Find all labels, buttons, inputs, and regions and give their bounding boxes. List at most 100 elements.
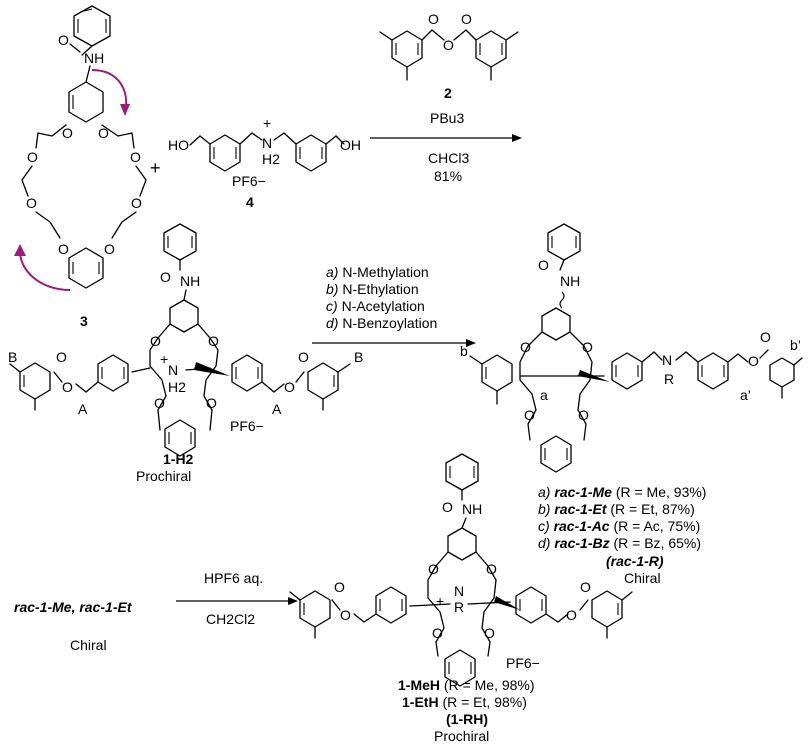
compound-rac-1-r-structure: O NH O O O O a N R O O [469, 223, 803, 473]
r-substituent-label: R [664, 371, 674, 387]
crown-oxygen-atom: O [131, 195, 142, 211]
ammonium-h2-label: H2 [168, 379, 186, 395]
label-a: a [540, 387, 548, 403]
condition-c: c) N-Acetylation [326, 298, 425, 314]
condition-pbu3: PBu3 [430, 110, 464, 126]
result-rac-1-ac: c) rac-1-Ac (R = Ac, 75%) [538, 518, 700, 534]
label-b-prime: b’ [790, 337, 801, 353]
condition-b: b) N-Ethylation [326, 281, 419, 297]
label-B-right: B [354, 349, 363, 365]
condition-a: a) N-Methylation [326, 264, 429, 280]
1-rh-group-label: (1-RH) [446, 711, 488, 727]
hydroxyl-atom: OH [340, 137, 361, 153]
ester-oxygen-atom: O [62, 379, 73, 395]
crown-oxygen-atom: O [484, 625, 495, 641]
anhydride-oxygen-atom: O [428, 11, 439, 27]
step-3-reactants-description: Chiral [70, 637, 107, 653]
1-rh-results: 1-MeH (R = Me, 98%) 1-EtH (R = Et, 98%) … [398, 677, 535, 744]
ammonium-charge: + [263, 115, 271, 131]
compound-1-rh-counterion: PF6− [506, 655, 540, 671]
crown-oxygen-atom: O [520, 339, 531, 355]
compound-1-h2-structure: O NH O O O O N + H2 O O [9, 223, 351, 457]
reagent-2-structure: O O O [379, 11, 519, 81]
ester-oxygen-atom: O [748, 353, 759, 369]
carbonyl-oxygen-atom: O [580, 579, 591, 595]
step-3-reagent: HPF6 aq. [204, 570, 263, 586]
compound-1-h2-counterion: PF6− [230, 418, 264, 434]
condition-chcl3: CHCl3 [428, 150, 469, 166]
carbonyl-oxygen-atom: O [538, 257, 549, 273]
compound-4-label: 4 [246, 194, 254, 210]
compound-3-structure: O NH O O O O O O O O [14, 5, 147, 291]
ammonium-h2-label: H2 [262, 151, 280, 167]
rac-1-r-group-label: (rac-1-R) [606, 553, 664, 569]
step-1-yield: 81% [434, 168, 462, 184]
ammonium-charge: + [436, 593, 444, 609]
ester-oxygen-atom: O [566, 607, 577, 623]
rac-1-r-results: a) rac-1-Me (R = Me, 93%) b) rac-1-Et (R… [538, 484, 706, 586]
crown-oxygen-atom: O [432, 625, 443, 641]
amide-nh-atom: NH [84, 50, 104, 66]
step-3-reactants: rac-1-Me, rac-1-Et [14, 599, 133, 615]
compound-3-label: 3 [80, 313, 88, 329]
crown-oxygen-atom: O [578, 407, 589, 423]
reagent-2-label: 2 [444, 85, 452, 101]
ammonium-n-atom: N [454, 583, 464, 599]
crown-oxygen-atom: O [58, 241, 69, 257]
step-3-solvent: CH2Cl2 [206, 611, 255, 627]
label-a-prime: a’ [740, 387, 751, 403]
step-3-arrowhead [288, 597, 298, 605]
compound-4-counterion: PF6− [232, 173, 266, 189]
ester-oxygen-atom: O [340, 607, 351, 623]
crown-oxygen-atom: O [130, 149, 141, 165]
carbonyl-oxygen-atom: O [58, 32, 69, 48]
1-rh-description: Prochiral [434, 728, 489, 744]
ammonium-n-atom: N [262, 135, 272, 151]
r-substituent-label: R [454, 599, 464, 615]
carbonyl-oxygen-atom: O [160, 269, 171, 285]
compound-4-structure: HO + N H2 OH [168, 115, 361, 172]
crown-oxygen-atom: O [150, 333, 161, 349]
label-b: b [460, 343, 468, 359]
crown-oxygen-atom: O [98, 125, 109, 141]
crown-oxygen-atom: O [26, 195, 37, 211]
crown-oxygen-atom: O [524, 407, 535, 423]
crown-oxygen-atom: O [582, 339, 593, 355]
condition-d: d) N-Benzoylation [326, 315, 437, 331]
label-A-right: A [272, 401, 282, 417]
crown-oxygen-atom: O [208, 333, 219, 349]
label-A-left: A [78, 401, 88, 417]
crown-oxygen-atom: O [104, 241, 115, 257]
compound-1-h2-label: 1-H2 [163, 451, 194, 467]
crown-oxygen-atom: O [27, 149, 38, 165]
amide-nh-atom: NH [462, 501, 482, 517]
ester-oxygen-atom: O [284, 379, 295, 395]
result-rac-1-et: b) rac-1-Et (R = Et, 87%) [538, 501, 695, 517]
crown-oxygen-atom: O [62, 125, 73, 141]
amide-nh-atom: NH [560, 273, 580, 289]
carbonyl-oxygen-atom: O [56, 349, 67, 365]
plus-sign: + [150, 158, 161, 178]
compound-1-h2-description: Prochiral [136, 468, 191, 484]
result-1-meh: 1-MeH (R = Me, 98%) [398, 677, 535, 693]
carbonyl-oxygen-atom: O [334, 579, 345, 595]
step-1-arrowhead [512, 134, 522, 142]
crown-oxygen-atom: O [154, 395, 165, 411]
carbonyl-oxygen-atom: O [442, 499, 453, 515]
anhydride-oxygen-atom: O [461, 11, 472, 27]
ammonium-n-atom: N [168, 362, 178, 378]
crown-oxygen-atom: O [206, 395, 217, 411]
crown-oxygen-atom: O [486, 561, 497, 577]
hydroxyl-atom: HO [168, 137, 189, 153]
anhydride-oxygen-atom: O [443, 37, 454, 53]
ammonium-charge: + [160, 351, 168, 367]
rac-1-r-description: Chiral [624, 570, 661, 586]
carbonyl-oxygen-atom: O [760, 329, 771, 345]
compound-1-rh-structure: O NH O O O O N + R O O O [289, 453, 633, 687]
result-rac-1-me: a) rac-1-Me (R = Me, 93%) [538, 484, 706, 500]
amide-nh-atom: NH [180, 273, 200, 289]
result-rac-1-bz: d) rac-1-Bz (R = Bz, 65%) [538, 535, 701, 551]
label-B-left: B [8, 349, 17, 365]
amine-n-atom: N [662, 352, 672, 368]
